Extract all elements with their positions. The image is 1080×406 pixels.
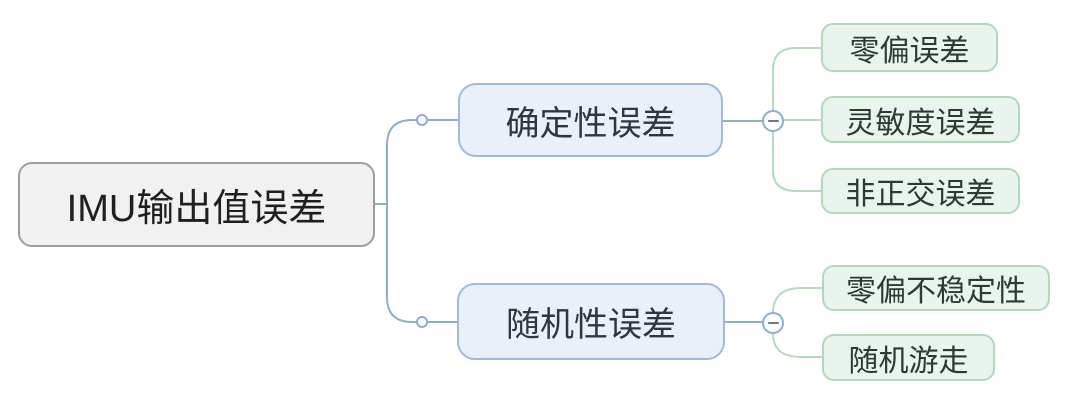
subtopic-label: 随机游走 [848,344,969,378]
main-topic-label: 随机性误差 [506,306,676,344]
subtopic-bias-error[interactable]: 零偏误差 [821,23,998,72]
minus-icon [767,321,779,325]
main-topic-random-error[interactable]: 随机性误差 [457,283,725,360]
main-topic-deterministic-error[interactable]: 确定性误差 [458,83,723,157]
subtopic-label: 非正交误差 [845,178,996,211]
subtopic-sensitivity-error[interactable]: 灵敏度误差 [821,96,1020,143]
connector-branch2-child2 [772,332,823,358]
subtopic-random-walk[interactable]: 随机游走 [822,334,995,381]
main-topic-label: 确定性误差 [505,104,676,143]
subtopic-label: 零偏不稳定性 [846,275,1026,308]
subtopic-label: 零偏误差 [849,34,970,68]
collapse-dot-branch-2[interactable] [416,316,428,328]
central-topic[interactable]: IMU输出值误差 [18,162,375,247]
subtopic-nonorthogonality-error[interactable]: 非正交误差 [821,168,1020,214]
central-topic-label: IMU输出值误差 [66,188,327,230]
connector-root-to-branches [374,119,459,323]
connector-branch2-child1 [772,287,823,314]
minus-icon [767,119,779,123]
collapse-button-branch-2[interactable] [762,312,784,334]
collapse-button-branch-1[interactable] [762,110,784,132]
collapse-dot-branch-1[interactable] [416,114,428,126]
subtopic-label: 灵敏度误差 [845,106,996,140]
subtopic-bias-instability[interactable]: 零偏不稳定性 [822,265,1050,311]
